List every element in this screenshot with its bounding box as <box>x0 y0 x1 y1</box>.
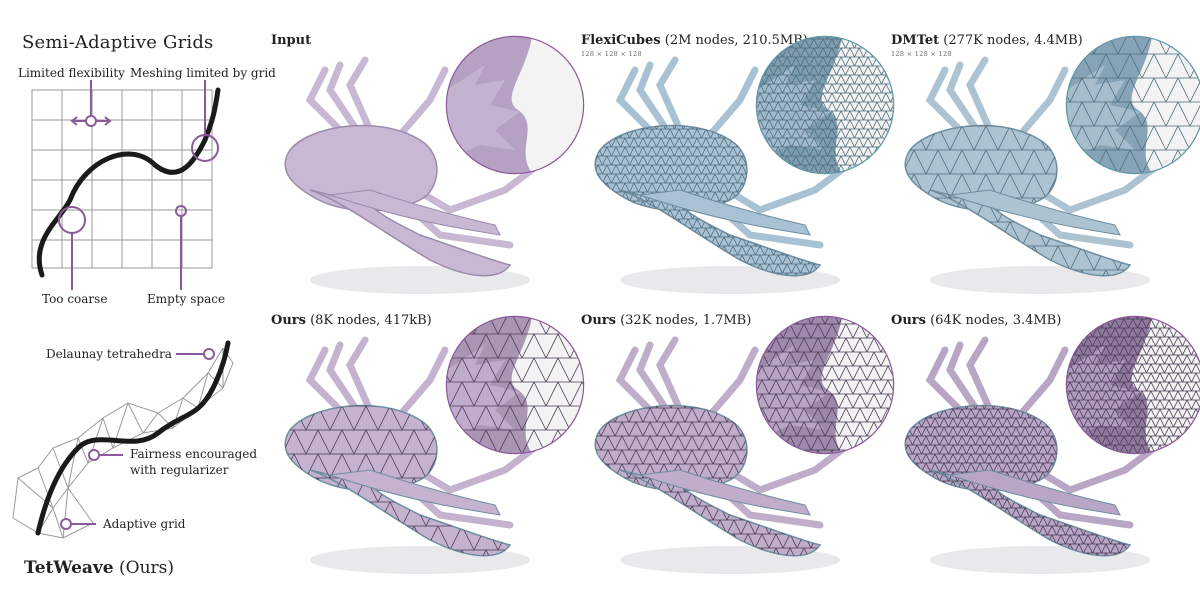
tetweave-name: TetWeave <box>24 558 114 578</box>
limited-flexibility-marker <box>70 80 112 127</box>
panel-title: Ours (32K nodes, 1.7MB) <box>581 313 751 328</box>
tetweave-diagram <box>12 340 234 539</box>
fairness-marker <box>88 449 123 461</box>
panel-stats: (32K nodes, 1.7MB) <box>615 313 752 328</box>
delaunay-label: Delaunay tetrahedra <box>46 347 172 361</box>
panel-title: FlexiCubes (2M nodes, 210.5MB) <box>581 33 808 48</box>
panel-1: Input <box>270 30 585 310</box>
panel-title: DMTet (277K nodes, 4.4MB) <box>891 33 1083 48</box>
crab-render <box>594 315 895 574</box>
adaptive-grid-label: Adaptive grid <box>103 517 186 531</box>
meshing-limited-marker <box>191 80 219 162</box>
semi-adaptive-grids-title: Semi-Adaptive Grids <box>22 32 214 53</box>
meshing-limited-label: Meshing limited by grid <box>130 66 276 80</box>
panel-method-name: Input <box>271 33 312 48</box>
too-coarse-marker <box>58 206 86 290</box>
crab-render <box>904 35 1200 294</box>
panel-resolution: 128 × 128 × 128 <box>891 50 952 58</box>
panel-stats: (8K nodes, 417kB) <box>305 313 432 328</box>
tetweave-suffix: (Ours) <box>113 558 175 578</box>
panel-5: Ours (32K nodes, 1.7MB) <box>580 310 895 590</box>
panel-stats: (64K nodes, 3.4MB) <box>925 313 1062 328</box>
limited-flexibility-label: Limited flexibility <box>18 66 125 80</box>
panel-2: FlexiCubes (2M nodes, 210.5MB) 128 × 128 … <box>580 30 895 310</box>
panel-title: Ours (64K nodes, 3.4MB) <box>891 313 1061 328</box>
panel-method-name: Ours <box>891 313 926 328</box>
panel-method-name: DMTet <box>891 33 940 48</box>
adaptive-grid-marker <box>60 518 96 530</box>
panel-title: Input <box>271 33 311 48</box>
fairness-label-line1: Fairness encouraged <box>130 447 258 461</box>
delaunay-marker <box>176 348 215 360</box>
panel-method-name: Ours <box>271 313 306 328</box>
too-coarse-label: Too coarse <box>42 292 108 306</box>
panel-title: Ours (8K nodes, 417kB) <box>271 313 432 328</box>
panel-6: Ours (64K nodes, 3.4MB) <box>890 310 1200 590</box>
crab-render <box>594 35 895 294</box>
fairness-label-line2: with regularizer <box>130 463 229 477</box>
tetweave-surface-curve <box>35 340 231 536</box>
panel-3: DMTet (277K nodes, 4.4MB) 128 × 128 × 128 <box>890 30 1200 310</box>
panel-stats: (2M nodes, 210.5MB) <box>660 33 808 48</box>
panel-method-name: FlexiCubes <box>581 33 661 48</box>
empty-space-marker <box>175 205 187 290</box>
surface-curve <box>36 87 221 278</box>
empty-space-label: Empty space <box>147 292 226 306</box>
panel-resolution: 128 × 128 × 128 <box>581 50 642 58</box>
semi-adaptive-grid-diagram <box>31 80 221 290</box>
grid-lines <box>31 89 213 269</box>
panel-4: Ours (8K nodes, 417kB) <box>270 310 585 590</box>
crab-render <box>284 35 585 294</box>
tetweave-title: TetWeave (Ours) <box>24 558 174 578</box>
crab-render <box>284 315 585 574</box>
panel-method-name: Ours <box>581 313 616 328</box>
crab-render <box>904 315 1200 574</box>
panel-stats: (277K nodes, 4.4MB) <box>939 33 1083 48</box>
